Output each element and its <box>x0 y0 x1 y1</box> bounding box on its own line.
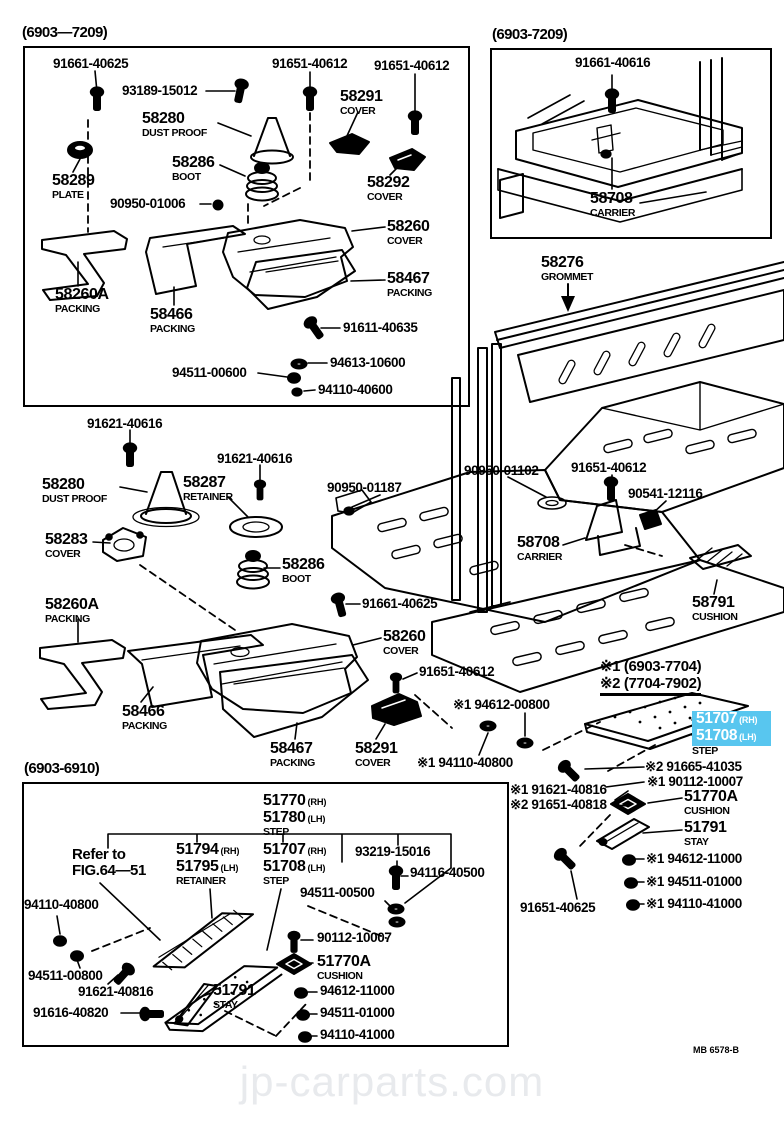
label-91651-40612-4: 91651-40612 <box>419 664 495 679</box>
label-90950-01187: 90950-01187 <box>327 480 402 495</box>
label-91621-40616-1: 91621-40616 <box>87 416 163 431</box>
box-6903-6910-title: (6903-6910) <box>24 760 100 777</box>
label-94511-01000-2: 94511-01000 <box>320 1005 395 1020</box>
doc-code: MB 6578-B <box>693 1045 740 1055</box>
label-91611-40635: 91611-40635 <box>343 320 418 335</box>
label-94511-00500: 94511-00500 <box>300 885 375 900</box>
label-94511-00600: 94511-00600 <box>172 365 247 380</box>
label-94110-40800-2: 94110-40800 <box>24 897 99 912</box>
label-90950-01102: 90950-01102 <box>464 463 539 478</box>
label-91621-40616-2: 91621-40616 <box>217 451 293 466</box>
label-94110-40600: 94110-40600 <box>318 382 393 397</box>
label-94110-40800-1: ※1 94110-40800 <box>417 755 513 770</box>
label-94110-41000-1: ※1 94110-41000 <box>646 896 742 911</box>
label-90112-10007-1: ※1 90112-10007 <box>647 774 743 789</box>
label-94511-01000-1: ※1 94511-01000 <box>646 874 742 889</box>
label-90950-01006: 90950-01006 <box>110 196 186 211</box>
label-91665-41035: ※2 91665-41035 <box>645 759 742 774</box>
label-90541-12116: 90541-12116 <box>628 486 703 501</box>
label-91616-40820: 91616-40820 <box>33 1005 109 1020</box>
label-94612-11000-2: 94612-11000 <box>320 983 395 998</box>
box-6903-7209-left-title: (6903—7209) <box>22 24 108 41</box>
label-91621-40816-2: 91621-40816 <box>78 984 154 999</box>
label-91651-40612-3: 91651-40612 <box>571 460 647 475</box>
label-91651-40612-2: 91651-40612 <box>374 58 450 73</box>
label-91661-40625-2: 91661-40625 <box>362 596 438 611</box>
label-51794-51795-retainer: 51794(RH)51795(LH)RETAINER <box>176 841 240 887</box>
label-note-6903-7704: ※1 (6903-7704) <box>600 658 702 675</box>
label-51770-51780-step: 51770(RH)51780(LH)STEP <box>263 792 327 838</box>
label-94116-40500: 94116-40500 <box>410 865 485 880</box>
label-93189-15012: 93189-15012 <box>122 83 198 98</box>
label-51707-51708-step-hl: 51707(RH)51708(LH)STEP <box>692 710 771 757</box>
label-93219-15016: 93219-15016 <box>355 844 431 859</box>
label-91661-40625-1: 91661-40625 <box>53 56 129 71</box>
label-91661-40616: 91661-40616 <box>575 55 651 70</box>
label-90112-10007-2: 90112-10007 <box>317 930 392 945</box>
label-94110-41000-2: 94110-41000 <box>320 1027 395 1042</box>
box-6903-7209-left <box>23 46 470 407</box>
label-51707-51708-step-2: 51707(RH)51708(LH)STEP <box>263 841 327 887</box>
label-94612-00800: ※1 94612-00800 <box>453 697 550 712</box>
label-91651-40625: 91651-40625 <box>520 900 596 915</box>
label-91651-40612-1: 91651-40612 <box>272 56 348 71</box>
label-94613-10600: 94613-10600 <box>330 355 406 370</box>
label-94511-00800: 94511-00800 <box>28 968 103 983</box>
label-94612-11000-1: ※1 94612-11000 <box>646 851 742 866</box>
label-91651-40818: ※2 91651-40818 <box>510 797 607 812</box>
box-6903-6910 <box>22 782 509 1047</box>
watermark: jp-carparts.com <box>239 1058 545 1105</box>
box-6903-7209-right <box>490 48 772 239</box>
label-note-7704-7902: ※2 (7704-7902) <box>600 676 702 696</box>
box-6903-7209-right-title: (6903-7209) <box>492 26 568 43</box>
label-91621-40816-1: ※1 91621-40816 <box>510 782 607 797</box>
